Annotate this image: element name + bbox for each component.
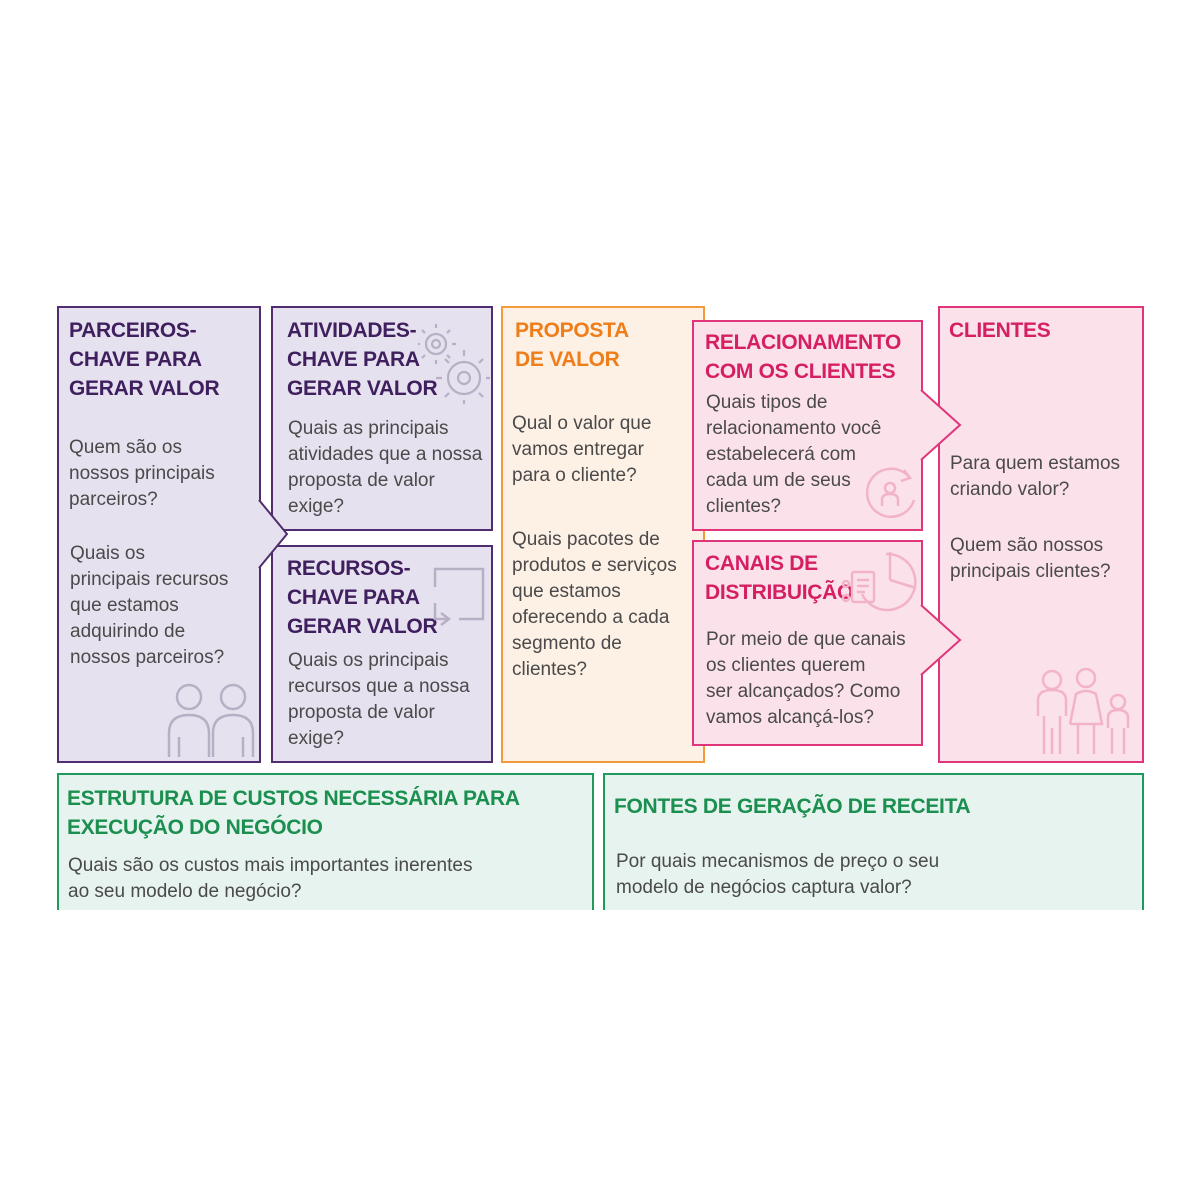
- proposta-title: PROPOSTA DE VALOR: [515, 319, 629, 371]
- clientes-question-2: Quem são nossos principais clientes?: [950, 535, 1111, 582]
- proposta-de-valor-block: PROPOSTA DE VALOR Qual o valor que vamos…: [501, 306, 705, 763]
- clientes-block: CLIENTES Para quem estamos criando valor…: [938, 306, 1144, 763]
- proposta-question-1: Qual o valor que vamos entregar para o c…: [512, 413, 652, 486]
- parceiros-chevron-line: [258, 499, 289, 569]
- canais-chevron-line: [920, 604, 962, 676]
- receita-title: FONTES DE GERAÇÃO DE RECEITA: [614, 795, 971, 818]
- gears-icon: [418, 324, 490, 404]
- recursos-question: Quais os principais recursos que a nossa…: [288, 650, 470, 749]
- receita-question: Por quais mecanismos de preço o seu mode…: [616, 851, 940, 898]
- clientes-title: CLIENTES: [949, 319, 1051, 342]
- atividades-question: Quais as principais atividades que a nos…: [288, 418, 483, 517]
- relacionamento-chevron: [921, 390, 960, 460]
- proposta-question-2: Quais pacotes de produtos e serviços que…: [512, 529, 677, 680]
- people-icon: [167, 683, 255, 757]
- estrutura-de-custos-block: ESTRUTURA DE CUSTOS NECESSÁRIA PARA EXEC…: [57, 773, 594, 910]
- parceiros-chave-block: PARCEIROS- CHAVE PARA GERAR VALOR Quem s…: [57, 306, 261, 763]
- canais-chevron: [921, 605, 960, 675]
- resource-arrow-icon: [433, 567, 485, 626]
- document-pie-icon: [842, 552, 917, 612]
- atividades-title: ATIVIDADES- CHAVE PARA GERAR VALOR: [287, 319, 438, 400]
- custos-question: Quais são os custos mais importantes ine…: [68, 855, 473, 902]
- recursos-chave-block: RECURSOS- CHAVE PARA GERAR VALOR Quais o…: [271, 545, 493, 763]
- custos-title: ESTRUTURA DE CUSTOS NECESSÁRIA PARA EXEC…: [67, 787, 520, 839]
- recursos-title: RECURSOS- CHAVE PARA GERAR VALOR: [287, 557, 438, 638]
- relacionamento-question: Quais tipos de relacionamento você estab…: [706, 392, 882, 517]
- family-icon: [1036, 668, 1130, 754]
- refresh-person-icon: [865, 467, 916, 519]
- parceiros-title: PARCEIROS- CHAVE PARA GERAR VALOR: [69, 319, 220, 400]
- atividades-chave-block: ATIVIDADES- CHAVE PARA GERAR VALOR Quais…: [271, 306, 493, 531]
- canais-title: CANAIS DE DISTRIBUIÇÃO: [705, 552, 854, 604]
- parceiros-chevron: [259, 500, 287, 568]
- relacionamento-title: RELACIONAMENTO COM OS CLIENTES: [705, 331, 902, 383]
- relacionamento-block: RELACIONAMENTO COM OS CLIENTES Quais tip…: [692, 320, 923, 531]
- parceiros-question-1: Quem são os nossos principais parceiros?: [69, 437, 215, 510]
- clientes-question-1: Para quem estamos criando valor?: [950, 453, 1121, 500]
- canais-question: Por meio de que canais os clientes quere…: [706, 629, 906, 728]
- fontes-de-receita-block: FONTES DE GERAÇÃO DE RECEITA Por quais m…: [603, 773, 1144, 910]
- relacionamento-chevron-line: [920, 389, 962, 461]
- parceiros-question-2: Quais os principais recursos que estamos…: [70, 543, 229, 668]
